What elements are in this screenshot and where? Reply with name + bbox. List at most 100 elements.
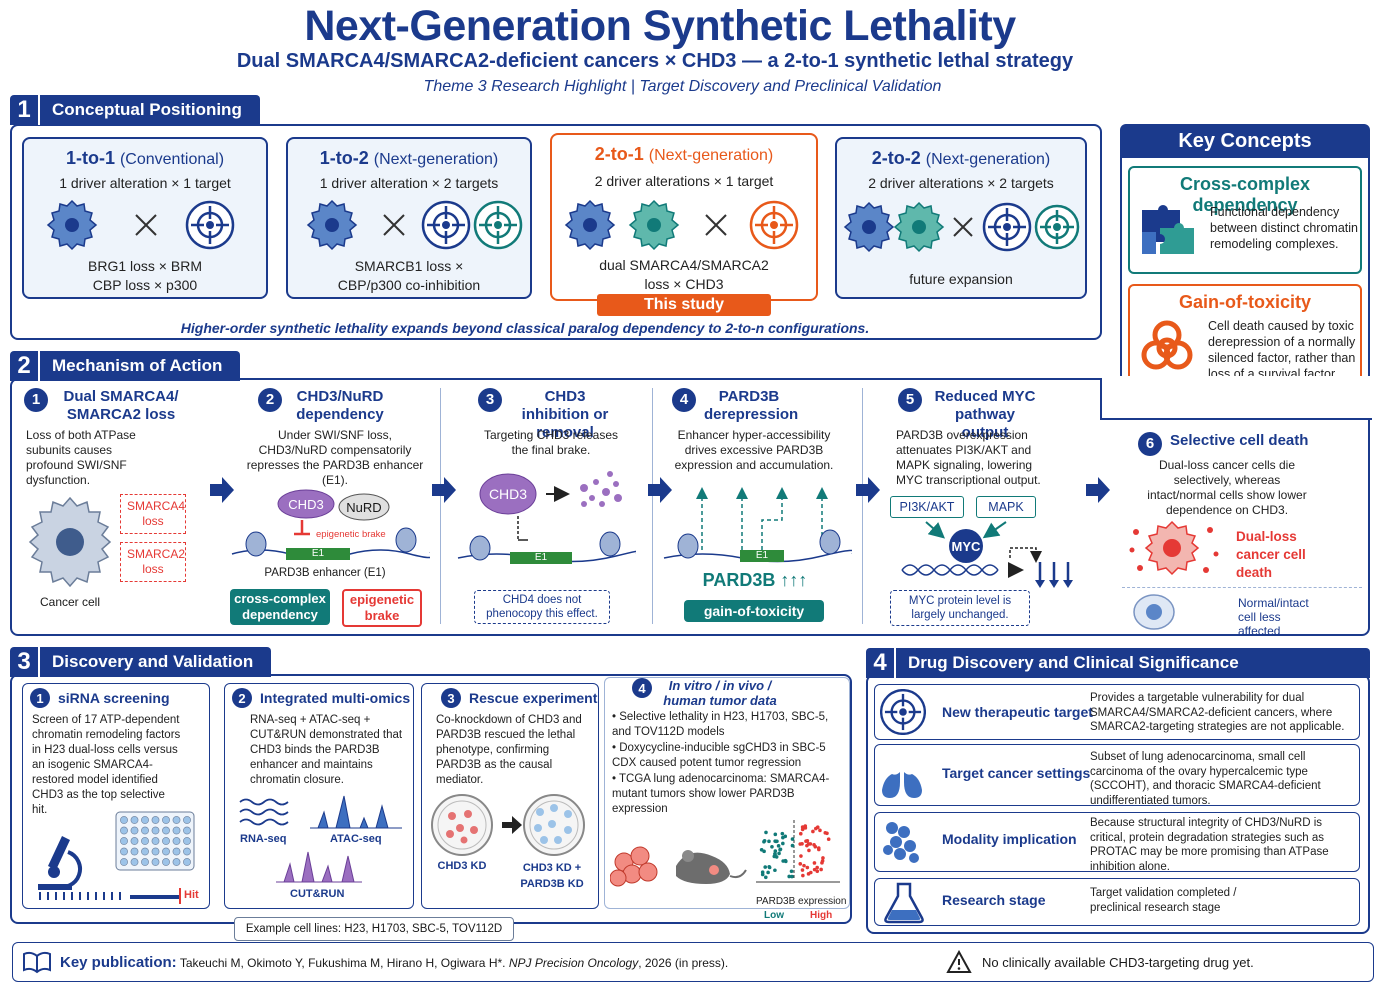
concept-card-title: 2-to-2 (Next-generation) [871, 148, 1051, 168]
step-title: Selective cell death [1170, 432, 1309, 449]
scatter-point-high [815, 865, 819, 870]
scatter-point-low [767, 839, 771, 844]
list-item: • Selective lethality in H23, H1703, SBC… [612, 711, 829, 738]
in-vivo-bullet-list: • Selective lethality in H23, H1703, SBC… [612, 710, 842, 817]
scatter-point-high [798, 831, 803, 836]
mechanism-step-1-header: 1 Dual SMARCA4/ SMARCA2 loss [24, 388, 204, 424]
plate-well [183, 837, 191, 845]
arrow-right-icon [648, 477, 672, 503]
scatter-point-high [805, 865, 810, 870]
scatter-point-low [773, 868, 777, 873]
scatter-point-high [799, 854, 803, 858]
plate-well [130, 858, 139, 866]
plate-well [130, 837, 139, 845]
nurd-label: NuRD [346, 500, 382, 515]
drug-row-label: Target cancer settings [942, 765, 1091, 781]
panel-text: Co-knockdown of CHD3 and PARD3B rescued … [436, 714, 582, 786]
concept-title: Cross-complex dependency [1179, 174, 1311, 215]
section-2-label: Mechanism of Action [52, 356, 223, 375]
divider-dashed [1122, 587, 1362, 588]
mechanism-step-2-header: 2 CHD3/NuRD dependency [258, 388, 428, 424]
step-description: Targeting CHD3 releases the final brake. [483, 428, 619, 457]
section-3-header: 3 Discovery and Validation [10, 647, 272, 677]
normal-cell-label: Normal/intact cell less affected [1238, 596, 1309, 638]
scatter-point-high [798, 862, 803, 866]
arrow-right-icon [1086, 477, 1110, 503]
drug-row-target [874, 684, 1360, 740]
panel-header: 4 In vitro / in vivo / human tumor data [632, 678, 780, 708]
plate-well [172, 858, 181, 866]
step-title: Dual SMARCA4/ SMARCA2 loss [63, 388, 179, 423]
scatter-point-low [790, 837, 795, 841]
mutated-cell-icon [307, 200, 523, 250]
step-title: PARD3B derepression [704, 388, 799, 423]
scatter-point-high [823, 831, 828, 835]
normal-cell-icon [1133, 594, 1175, 630]
concept-text: Cell death caused by toxic derepression … [1208, 319, 1356, 381]
scatter-point-low [783, 834, 788, 839]
scatter-point-high [826, 837, 831, 842]
scatter-point-high [804, 839, 808, 844]
footer-bar [12, 942, 1374, 982]
scatter-point-low [773, 832, 778, 837]
plate-well [172, 847, 181, 856]
discovery-panel-rescue [421, 683, 599, 909]
scatter-point-high [812, 843, 816, 847]
plate-well [141, 837, 149, 845]
plate-well [162, 847, 170, 856]
smarca2-loss-tag: SMARCA2 loss [120, 542, 186, 582]
scatter-point-high [807, 848, 811, 853]
plate-well [162, 837, 170, 845]
page-tagline: Theme 3 Research Highlight | Target Disc… [423, 78, 942, 95]
divider [440, 388, 441, 624]
pi3k-akt-box: PI3K/AKT [890, 496, 964, 518]
plate-well [120, 847, 128, 856]
plate-well [130, 847, 139, 856]
mechanism-step-3-header: 3 CHD3 inhibition or removal [478, 388, 648, 442]
chd4-note: CHD4 does not phenocopy this effect. [474, 590, 610, 624]
scatter-point-low [759, 847, 764, 852]
arrow-right-icon [432, 477, 456, 503]
page-subtitle: Dual SMARCA4/SMARCA2-deficient cancers ×… [236, 50, 1074, 72]
dual-loss-death-label: Dual-loss cancer cell death [1236, 529, 1306, 580]
drug-row-desc: Subset of lung adenocarcinoma, small cel… [1090, 751, 1321, 807]
plate-well [151, 816, 160, 824]
step-description: Under SWI/SNF loss, CHD3/NuRD compensato… [246, 428, 424, 487]
scatter-point-low [763, 875, 768, 880]
plate-well [141, 858, 149, 866]
scatter-point-low [783, 858, 788, 863]
panel-header: 1 siRNA screening [30, 688, 170, 708]
myc-protein-note: MYC protein level is largely unchanged. [890, 590, 1030, 626]
section-1-note: Higher-order synthetic lethality expands… [180, 320, 870, 336]
discovery-panel-multiomics [224, 683, 414, 909]
mechanism-step-5-header: 5 Reduced MYC pathway output [898, 388, 1078, 442]
plate-well [183, 858, 191, 866]
drug-row-research-stage [874, 878, 1360, 926]
scatter-point-high [800, 827, 805, 832]
scatter-point-low [763, 865, 768, 869]
plate-well [120, 816, 128, 824]
plate-well [141, 816, 149, 824]
dying-cell-icon [1129, 520, 1219, 576]
gain-of-toxicity-pill: gain-of-toxicity [684, 600, 824, 622]
step-number: 2 [258, 388, 282, 412]
step-title: Reduced MYC pathway output [934, 388, 1036, 441]
concept-card-1-to-2: 1-to-2 (Next-generation) 1 driver altera… [286, 137, 532, 299]
mechanism-step-4-header: 4 PARD3B derepression [672, 388, 842, 424]
scatter-point-low [773, 849, 778, 853]
scatter-point-low [770, 845, 774, 849]
mechanism-step-6-header: 6 Selective cell death [1138, 432, 1358, 456]
concept-card-subtitle: 1 driver alteration × 2 targets [319, 175, 499, 191]
drug-row-desc: Target validation completed / preclinica… [1090, 887, 1237, 914]
petri-dish-icon [431, 794, 585, 856]
concept-card-example-1: BRG1 loss × BRM [88, 258, 202, 274]
page-title: Next-Generation Synthetic Lethality [304, 2, 1016, 50]
scatter-point-low [781, 841, 785, 846]
section-2-header: 2 Mechanism of Action [10, 351, 241, 381]
panel-title: Integrated multi-omics [260, 690, 411, 706]
scatter-point-high [812, 867, 817, 872]
key-publication-authors: Takeuchi M, Okimoto Y, Fukushima M, Hira… [179, 956, 506, 970]
scatter-point-high [820, 859, 825, 863]
scatter-point-high [812, 861, 817, 865]
scatter-point-low [762, 838, 767, 843]
